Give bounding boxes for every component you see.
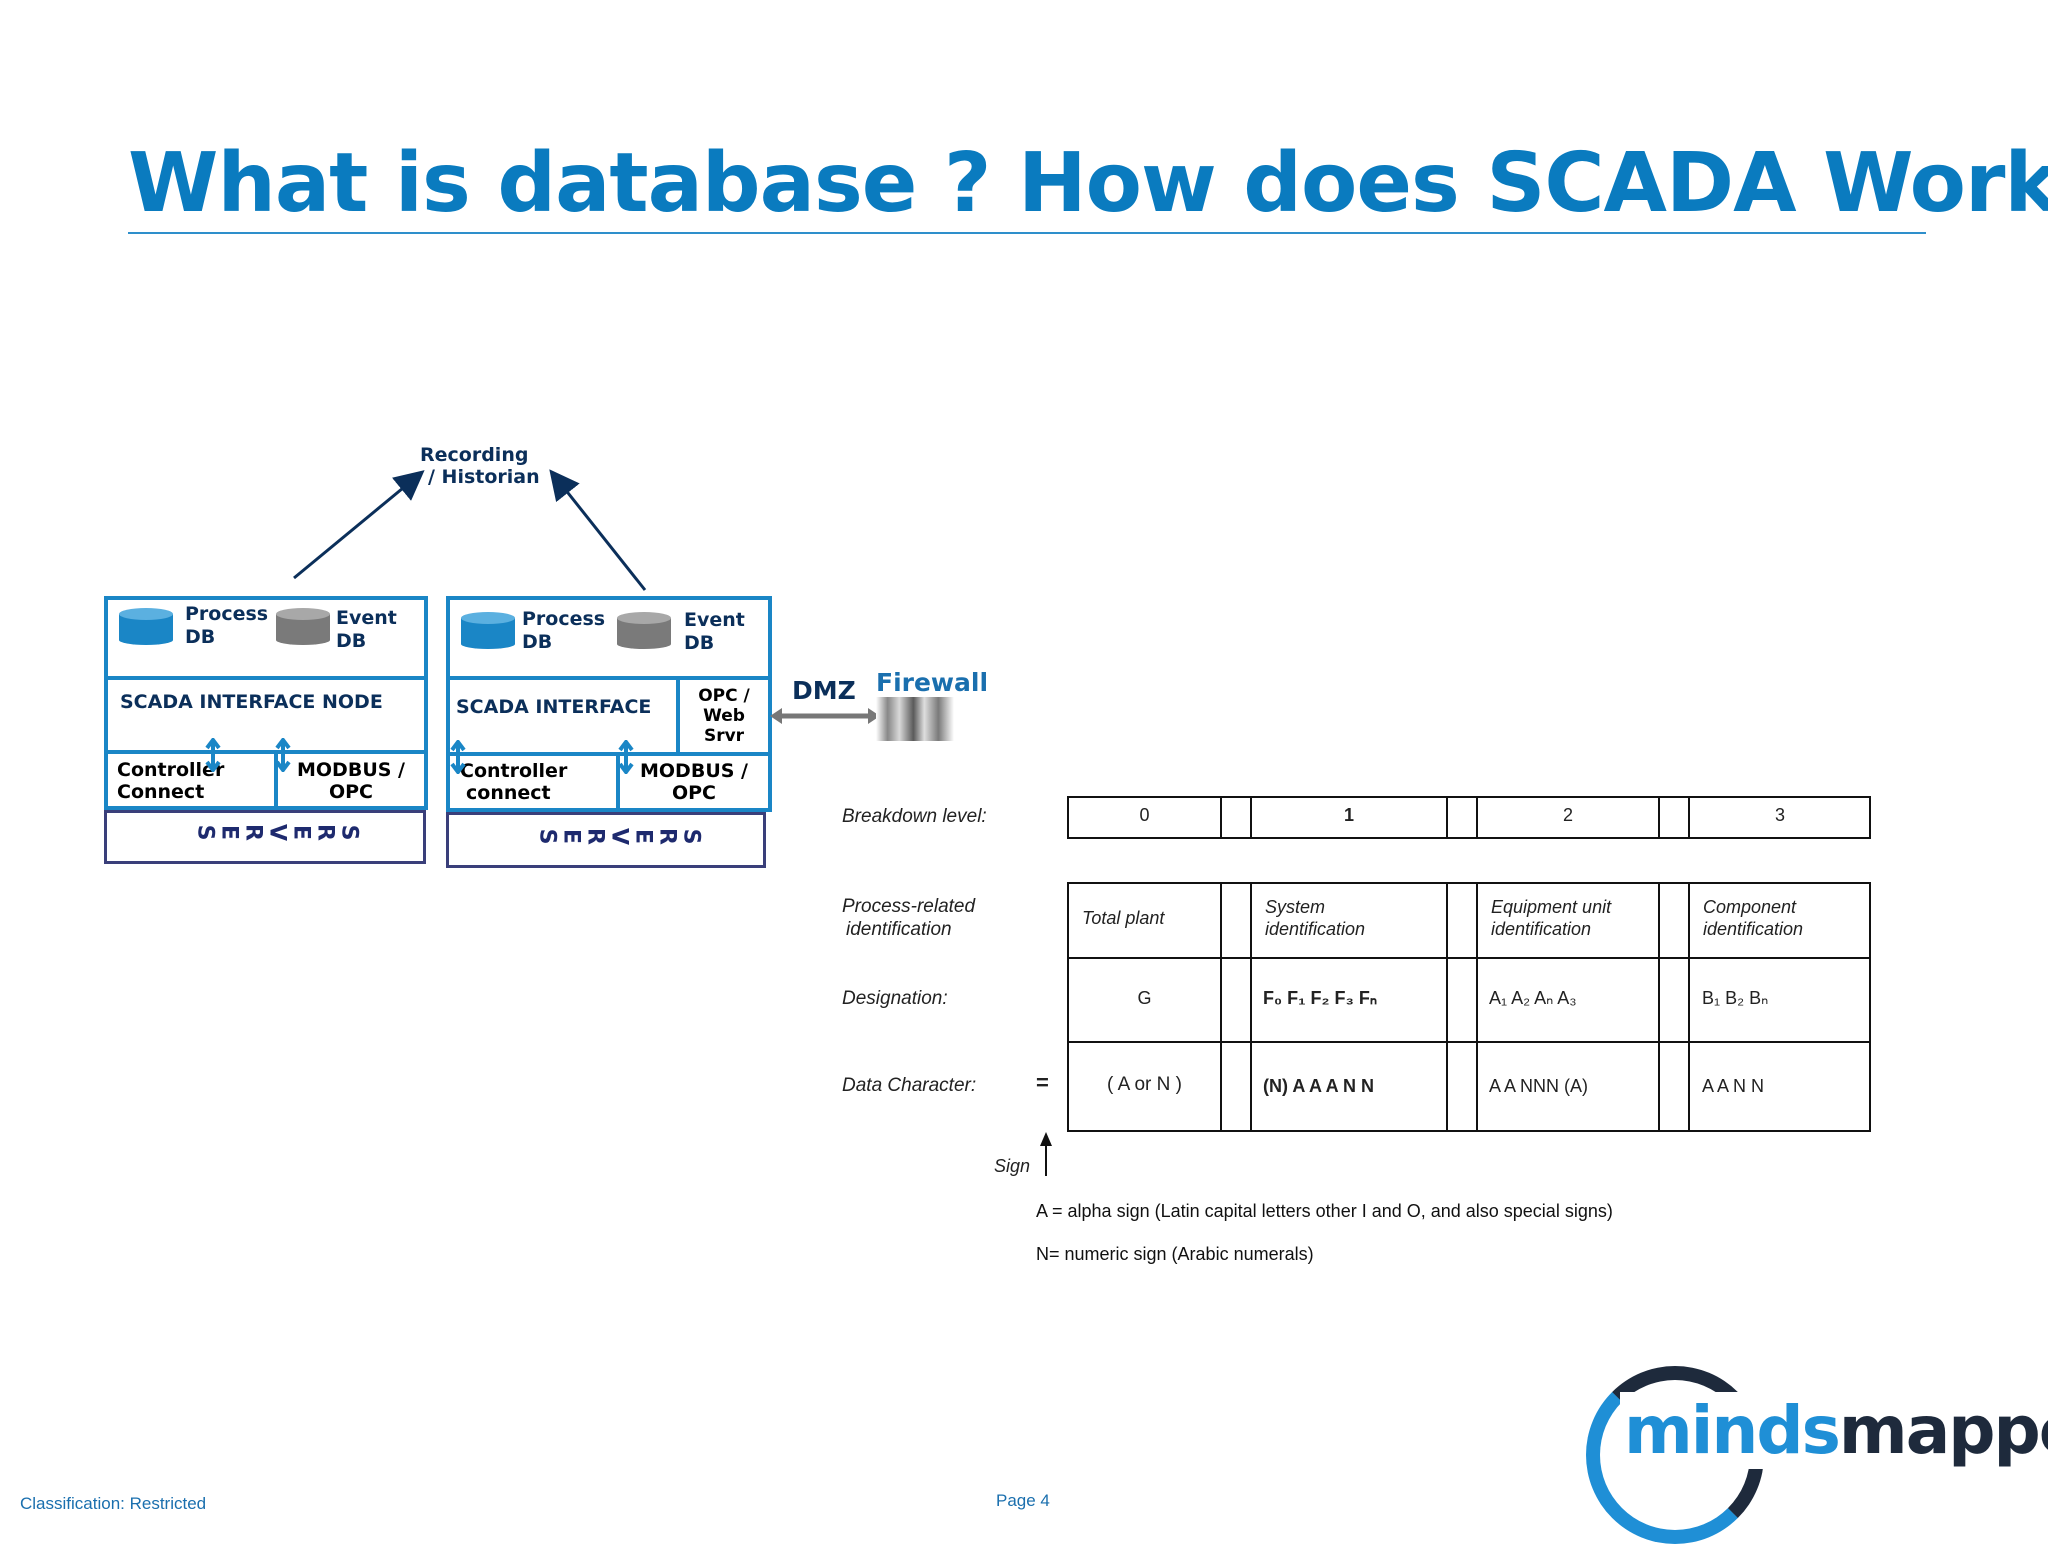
breakdown-level-row [1067, 796, 1871, 839]
historian-label-1: Recording [420, 444, 529, 466]
designation-cell-3: B₁ B₂ Bₙ [1702, 988, 1769, 1008]
left-interface-label: SCADA INTERFACE NODE [120, 691, 383, 713]
equals-sign: = [1036, 1070, 1049, 1095]
breakdown-level-label: Breakdown level: [842, 806, 987, 827]
process-cell-1-line2: identification [1265, 919, 1366, 939]
designation-cell-1: F₀ F₁ F₂ F₃ Fₙ [1263, 988, 1378, 1008]
right-opc-box [676, 676, 772, 756]
servers-letter: V [264, 823, 290, 846]
left-process-db-label-2: DB [185, 626, 216, 648]
left-event-db-label-2: DB [336, 630, 367, 652]
right-modbus-label-2: OPC [671, 782, 717, 804]
left-controller-label-1: Controller [117, 759, 225, 781]
right-interface-label: SCADA INTERFACE [456, 696, 652, 718]
logo-text-part2: mapped [1838, 1392, 2048, 1469]
kks-table [1067, 882, 1871, 1132]
servers-letter: S [336, 824, 362, 845]
classification-label: Classification: Restricted [20, 1494, 207, 1513]
servers-letter: E [630, 828, 656, 849]
left-modbus-box [274, 750, 428, 810]
servers-letter: S [534, 828, 560, 849]
slide-title: What is database ? How does SCADA Work [128, 136, 2048, 231]
servers-letter: S [192, 824, 218, 845]
arrow-right-to-historian [549, 469, 647, 591]
logo-text-part1: minds [1624, 1392, 1841, 1469]
servers-letter: S [678, 828, 704, 849]
left-event-db-label-1: Event [336, 607, 397, 629]
servers-letter: E [216, 824, 242, 845]
right-interface-box [446, 676, 680, 756]
left-servers-box [104, 810, 426, 864]
level-0: 0 [1139, 805, 1150, 825]
process-db-icon [119, 608, 173, 645]
servers-letter: R [240, 824, 266, 845]
right-event-db-label-1: Event [684, 609, 745, 631]
data-character-label: Data Character: [842, 1075, 977, 1096]
left-process-db-label-1: Process [185, 603, 269, 625]
right-servers-label: SERVERS [534, 826, 704, 851]
servers-letter: V [606, 827, 632, 850]
event-db-icon [276, 608, 330, 645]
process-db-icon [461, 612, 515, 649]
level-2: 2 [1562, 805, 1573, 825]
servers-letter: E [288, 824, 314, 845]
right-event-db-label-2: DB [684, 632, 715, 654]
data-cell-2: A A NNN (A) [1489, 1076, 1589, 1096]
historian-arrows [293, 469, 647, 591]
designation-label: Designation: [842, 988, 948, 1009]
left-modbus-label-1: MODBUS / [297, 759, 405, 781]
process-cell-3-line2: identification [1703, 919, 1804, 939]
right-opc-label-2: Web [703, 706, 745, 726]
level-3: 3 [1774, 805, 1785, 825]
mindsmapped-logo: mindsmapped [1620, 1392, 2048, 1469]
left-modbus-label-2: OPC [328, 781, 374, 803]
servers-letter: R [582, 828, 608, 849]
right-servers-box [446, 812, 766, 868]
right-modbus-box [616, 752, 772, 812]
servers-letter: E [558, 828, 584, 849]
data-cell-0: ( A or N ) [1107, 1074, 1182, 1095]
level-1: 1 [1343, 805, 1354, 825]
title-underline [128, 232, 1926, 234]
right-process-db-label-1: Process [522, 608, 606, 630]
right-opc-label-1: OPC / [698, 686, 750, 706]
dmz-double-arrow [770, 708, 880, 724]
right-opc-label-3: Srvr [703, 726, 745, 746]
sign-label: Sign [994, 1156, 1031, 1176]
firewall-icon [876, 697, 954, 741]
right-controller-label-1: Controller [460, 760, 568, 782]
legend-alpha: A = alpha sign (Latin capital letters ot… [1036, 1201, 1613, 1221]
designation-cell-0: G [1137, 988, 1152, 1008]
process-cell-2-line2: identification [1491, 919, 1592, 939]
left-servers-label: SERVERS [192, 822, 362, 847]
dmz-label: DMZ [792, 676, 856, 705]
process-cell-2-line1: Equipment unit [1491, 897, 1612, 917]
left-connector-arrows [205, 738, 291, 772]
designation-cell-2: A₁ A₂ Aₙ A₃ [1489, 988, 1577, 1008]
legend-numeric: N= numeric sign (Arabic numerals) [1036, 1244, 1314, 1264]
process-related-label-2: identification [846, 919, 952, 940]
process-related-label-1: Process-related [842, 896, 976, 917]
right-connector-arrows [450, 740, 634, 774]
right-controller-box [446, 752, 620, 812]
right-controller-label-2: connect [466, 782, 551, 804]
event-db-icon [617, 612, 671, 649]
data-cell-1: (N) A A A N N [1263, 1076, 1374, 1096]
firewall-label: Firewall [876, 668, 989, 697]
servers-letter: R [654, 828, 680, 849]
process-cell-3-line1: Component [1703, 897, 1797, 917]
right-process-db-label-2: DB [522, 631, 553, 653]
left-controller-label-2: Connect [117, 781, 205, 803]
historian-label-2: / Historian [428, 466, 540, 488]
data-cell-3: A A N N [1702, 1076, 1765, 1096]
page-number: Page 4 [996, 1491, 1050, 1510]
process-cell-0: Total plant [1082, 908, 1165, 928]
servers-letter: R [312, 824, 338, 845]
right-modbus-label-1: MODBUS / [640, 760, 748, 782]
sign-arrow [1040, 1132, 1052, 1176]
arrow-left-to-historian [293, 470, 425, 580]
process-cell-1-line1: System [1265, 897, 1326, 917]
